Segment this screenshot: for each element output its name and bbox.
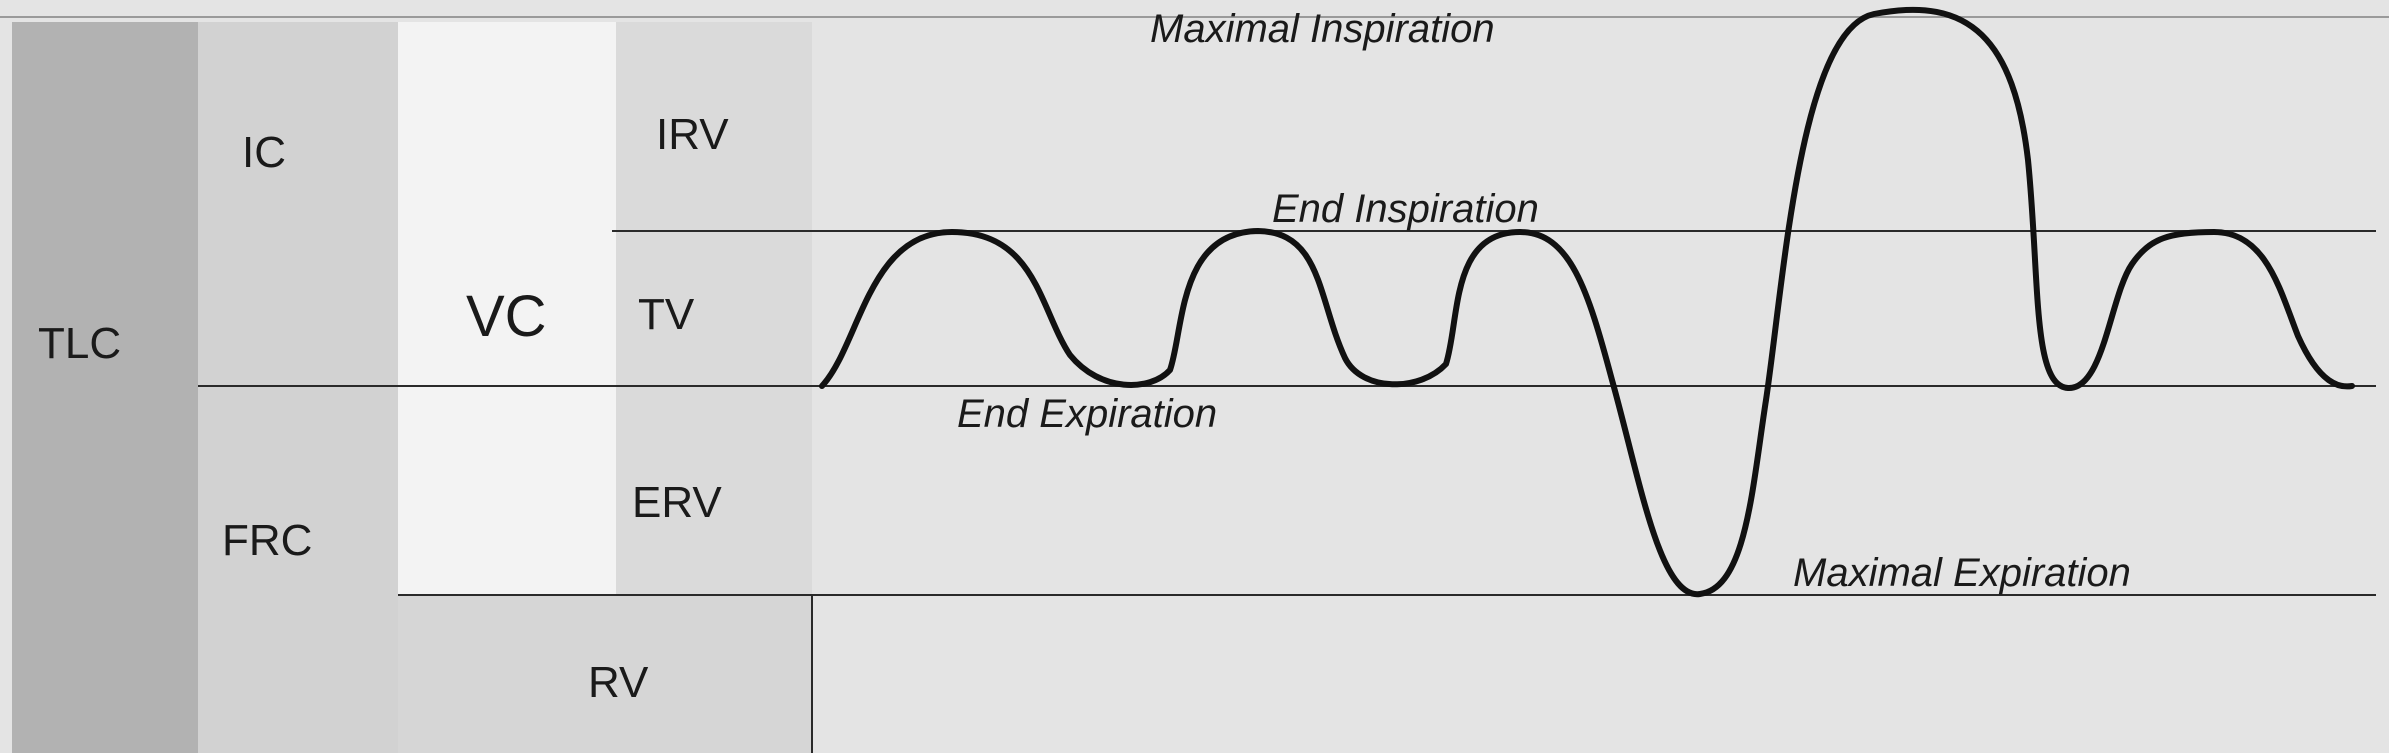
irv-label: IRV [656, 110, 729, 159]
tlc-band [12, 22, 198, 753]
rv-band [398, 595, 812, 753]
breathing-trace [819, 6, 2355, 598]
ic-label: IC [242, 128, 286, 177]
tlc-label: TLC [38, 319, 121, 368]
vc-label: VC [466, 284, 547, 349]
vc-band [398, 22, 616, 595]
erv-label: ERV [632, 478, 722, 527]
end-inspiration-label: End Inspiration [1272, 187, 1539, 231]
volume-sub-band [616, 22, 812, 595]
ic-frc-band [198, 22, 398, 753]
maximal-inspiration-label: Maximal Inspiration [1150, 7, 1495, 51]
tv-label: TV [638, 290, 695, 339]
rv-label: RV [588, 658, 649, 707]
end-expiration-label: End Expiration [957, 392, 1217, 436]
frc-label: FRC [222, 516, 312, 565]
maximal-expiration-label: Maximal Expiration [1793, 551, 2131, 595]
